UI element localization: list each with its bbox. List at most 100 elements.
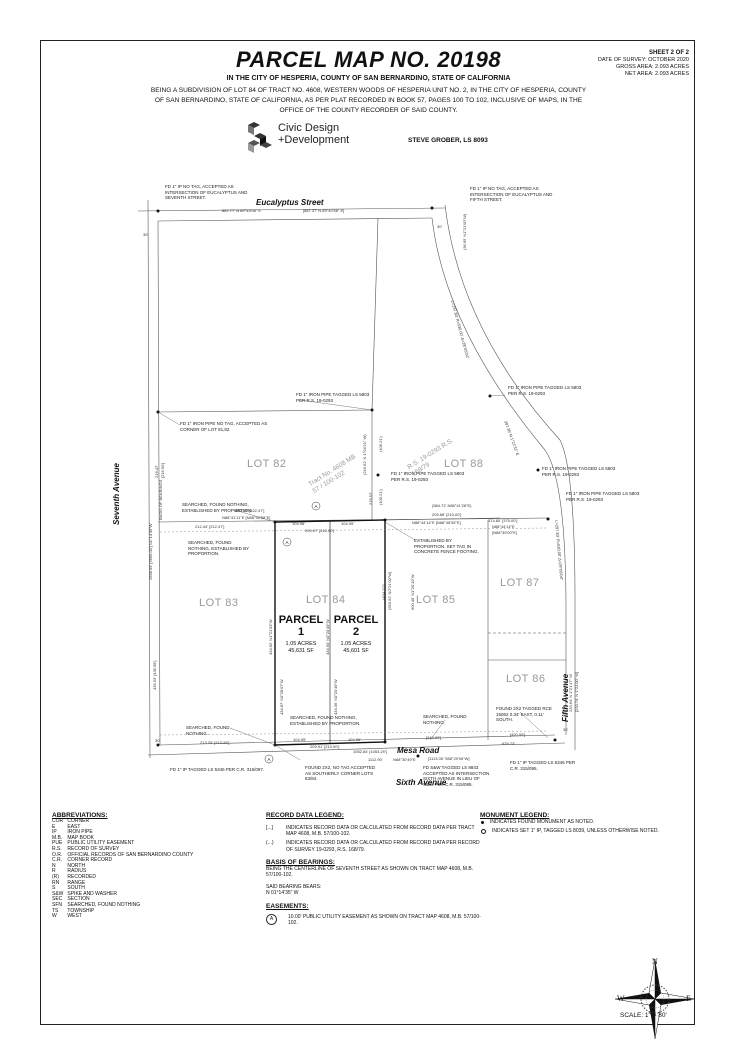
abbreviation-row: E EAST [52,823,197,831]
survey-date: DATE OF SURVEY: OCTOBER 2020 [597,57,689,63]
dim-1112: 1112.90' [368,757,383,762]
abbreviation-meaning: SECTION [67,896,90,903]
abbreviation-code: R.S. [52,845,62,852]
v-dim-5: (434.12') [381,584,386,600]
abbreviation-meaning: RECORD OF SURVEY [67,845,120,852]
compass-w: W [617,994,625,1003]
abbreviation-code: S [52,885,56,892]
v-dim-6: (550.62' N0°21'00"W) [387,571,392,610]
dim-420: [420.00'] [510,732,526,737]
abbreviation-meaning: RECORDED [67,873,97,880]
logo-line-2: +Development [278,134,350,146]
parcel-2-number: 2 [352,626,360,638]
top-bearing: 887.77' N 89°43'08" E [222,208,262,213]
note-pipe-5: FD 1" IRON PIPE TAGGED LS 5803 PER R.S. … [566,491,640,502]
abbreviation-code: C.R. [52,857,62,864]
abbreviation-meaning: OFFICIAL RECORDS OF SAN BERNARDINO COUNT… [67,851,194,858]
note-ne-corner: FD 1" IP NO TAG, ACCEPTED AS INTERSECTIO… [470,186,553,202]
note-pipe-4: FD 1" IRON PIPE TAGGED LS 5803 PER R.S. … [542,466,616,477]
abbreviation-code: W [52,913,57,920]
brg-n4: [N88°39'00"E] [492,530,517,535]
abbreviation-code: E [52,823,56,830]
easement-text: 10.00' PUBLIC UTILITY EASEMENT AS SHOWN … [288,913,481,926]
parcel-1-acres: 1.05 ACRES [285,641,317,647]
thirty-1: 30' [143,232,149,237]
map-subtitle: IN THE CITY OF HESPERIA, COUNTY OF SAN B… [226,75,511,82]
parcel-2: PARCEL 2 1.05 ACRES 45,601 SF [330,614,382,655]
sheet-number: SHEET 2 OF 2 [648,50,689,56]
abbreviation-meaning: SEARCHED, FOUND NOTHING [67,901,141,908]
dim-1113: [1113.35' S88°29'06"W] [428,756,470,761]
easement-row: A 10.00' PUBLIC UTILITY EASEMENT AS SHOW… [266,913,481,926]
company-logo-text: Civic Design +Development [278,122,349,146]
note-lot81: FD 1" IRON PIPE NO TAG, ACCEPTED AS CORN… [180,421,268,432]
monument-legend: MONUMENT LEGEND: INDICATES FOUND MONUMEN… [480,812,690,834]
abbreviation-row: (R) RECORDED [52,873,197,881]
basis-text: BEING THE CENTERLINE OF SEVENTH STREET A… [266,865,474,879]
abbreviation-meaning: EAST [67,823,81,830]
found-monument-icon [481,820,484,824]
top-bearing-record: [887.37' N 89°40'58" E] [303,208,345,213]
record-data-legend: RECORD DATA LEGEND: [...] INDICATES RECO… [266,812,481,926]
dim-209-91: 209.91' [210.00'] [310,744,340,749]
v-dim-4: 434.36' N0°20'49"W [333,679,338,715]
lot-83-label: LOT 83 [199,597,239,609]
abbreviation-meaning: MAP BOOK [67,834,94,841]
note-pipe-2: FD 1" IRON PIPE TAGGED LS 5803 PER R.S. … [508,385,582,396]
parcel-1: PARCEL 1 1.05 ACRES 45,631 SF [275,614,327,655]
basis-heading: BASIS OF BEARINGS: [266,858,335,866]
v-dim-12: 600.49' N1°20'10"W [410,574,415,610]
note-searched-5: SEARCHED, FOUND NOTHING. [423,714,467,725]
v-dim-1: 434.92' N1°21'03"W [268,619,273,655]
abbreviation-code: COR [52,818,64,824]
v-right-1: (36.65' N1°21'00"W) [462,213,467,250]
note-pipe-1: FD 1" IRON PIPE TAGGED LS 5803 PER R.S. … [296,392,370,403]
basis-bears-label: SAID BEARING BEARS: [266,884,322,891]
brg-n3: N88°44'14"E [492,524,515,529]
note-fd-sw-tag: FD S&W TAGGED LS 8843 ACCEPTED AS INTERS… [423,765,490,787]
monument-row-2: INDICATES SET 1" IP, TAGGED LS 8039, UNL… [480,828,690,834]
thirty-3: 30' [155,738,161,743]
seventh-avenue-label: Seventh Avenue [112,463,121,525]
compass-n: N [652,957,658,966]
set-monument-icon [481,828,486,834]
lot-82-label: LOT 82 [247,458,287,470]
svg-text:A: A [315,504,318,509]
brg-n2: N88°44'14"E [N88°48'35"E] [412,520,461,525]
dim-422: 422.39' [422.47'] [235,508,265,513]
parcel-1-name: PARCEL [278,614,324,626]
lot-87-label: LOT 87 [500,577,540,589]
abbreviation-meaning: IRON PIPE [67,829,93,836]
abbreviation-meaning: RANGE [67,879,86,886]
monument-text-2: INDICATES SET 1" IP, TAGGED LS 8039, UNL… [492,828,659,835]
net-area: NET AREA: 2.093 ACRES [624,71,689,77]
record-symbol-1: [...] [266,825,273,831]
record-text-2: INDICATES RECORD DATA OR CALCULATED FROM… [286,840,480,853]
note-searched-1: SEARCHED, FOUND NOTHING, ESTABLISHED BY … [182,502,252,513]
north-arrow-icon [615,958,695,1040]
abbreviation-code: SFN [52,901,62,908]
abbreviation-code: (R) [52,873,59,880]
left-dim-1: 2658.99' [2660.00'] N1°14'35"W [148,523,153,580]
record-symbol-2: (...) [266,840,274,847]
v-dim-10: (109.21') [378,489,383,505]
dim-212: 212.44' [212.47'] [195,524,225,529]
v-dim-9: 216.57' [368,492,373,505]
monument-heading: MONUMENT LEGEND: [480,812,550,819]
note-pipe-3: FD 1" IRON PIPE TAGGED LS 5803 PER R.S. … [391,471,465,482]
dim-213: 213.20' [213.29'] [200,740,230,745]
monument-row-1: INDICATES FOUND MONUMENT AS NOTED. [480,819,690,825]
abbreviation-meaning: SOUTH [67,885,85,892]
abbreviation-row: R.S. RECORD OF SURVEY [52,845,197,853]
v-dim-7: (216.62' N 1°04'21" W) [362,434,367,475]
sixth-avenue-label: Sixth Avenue [396,778,447,787]
abbreviation-meaning: PUBLIC UTILITY EASEMENT [67,840,135,847]
abbreviation-code: RN [52,879,60,886]
left-dim-4: 216.47' [154,465,159,478]
abbreviation-code: M.B. [52,834,63,841]
abbreviation-meaning: TOWNSHIP [67,907,95,914]
dim-584: (584.72' N88°41'28"E) [432,503,472,508]
brg-north: N88°41'11"E [N88°40'58"E] [222,515,271,520]
